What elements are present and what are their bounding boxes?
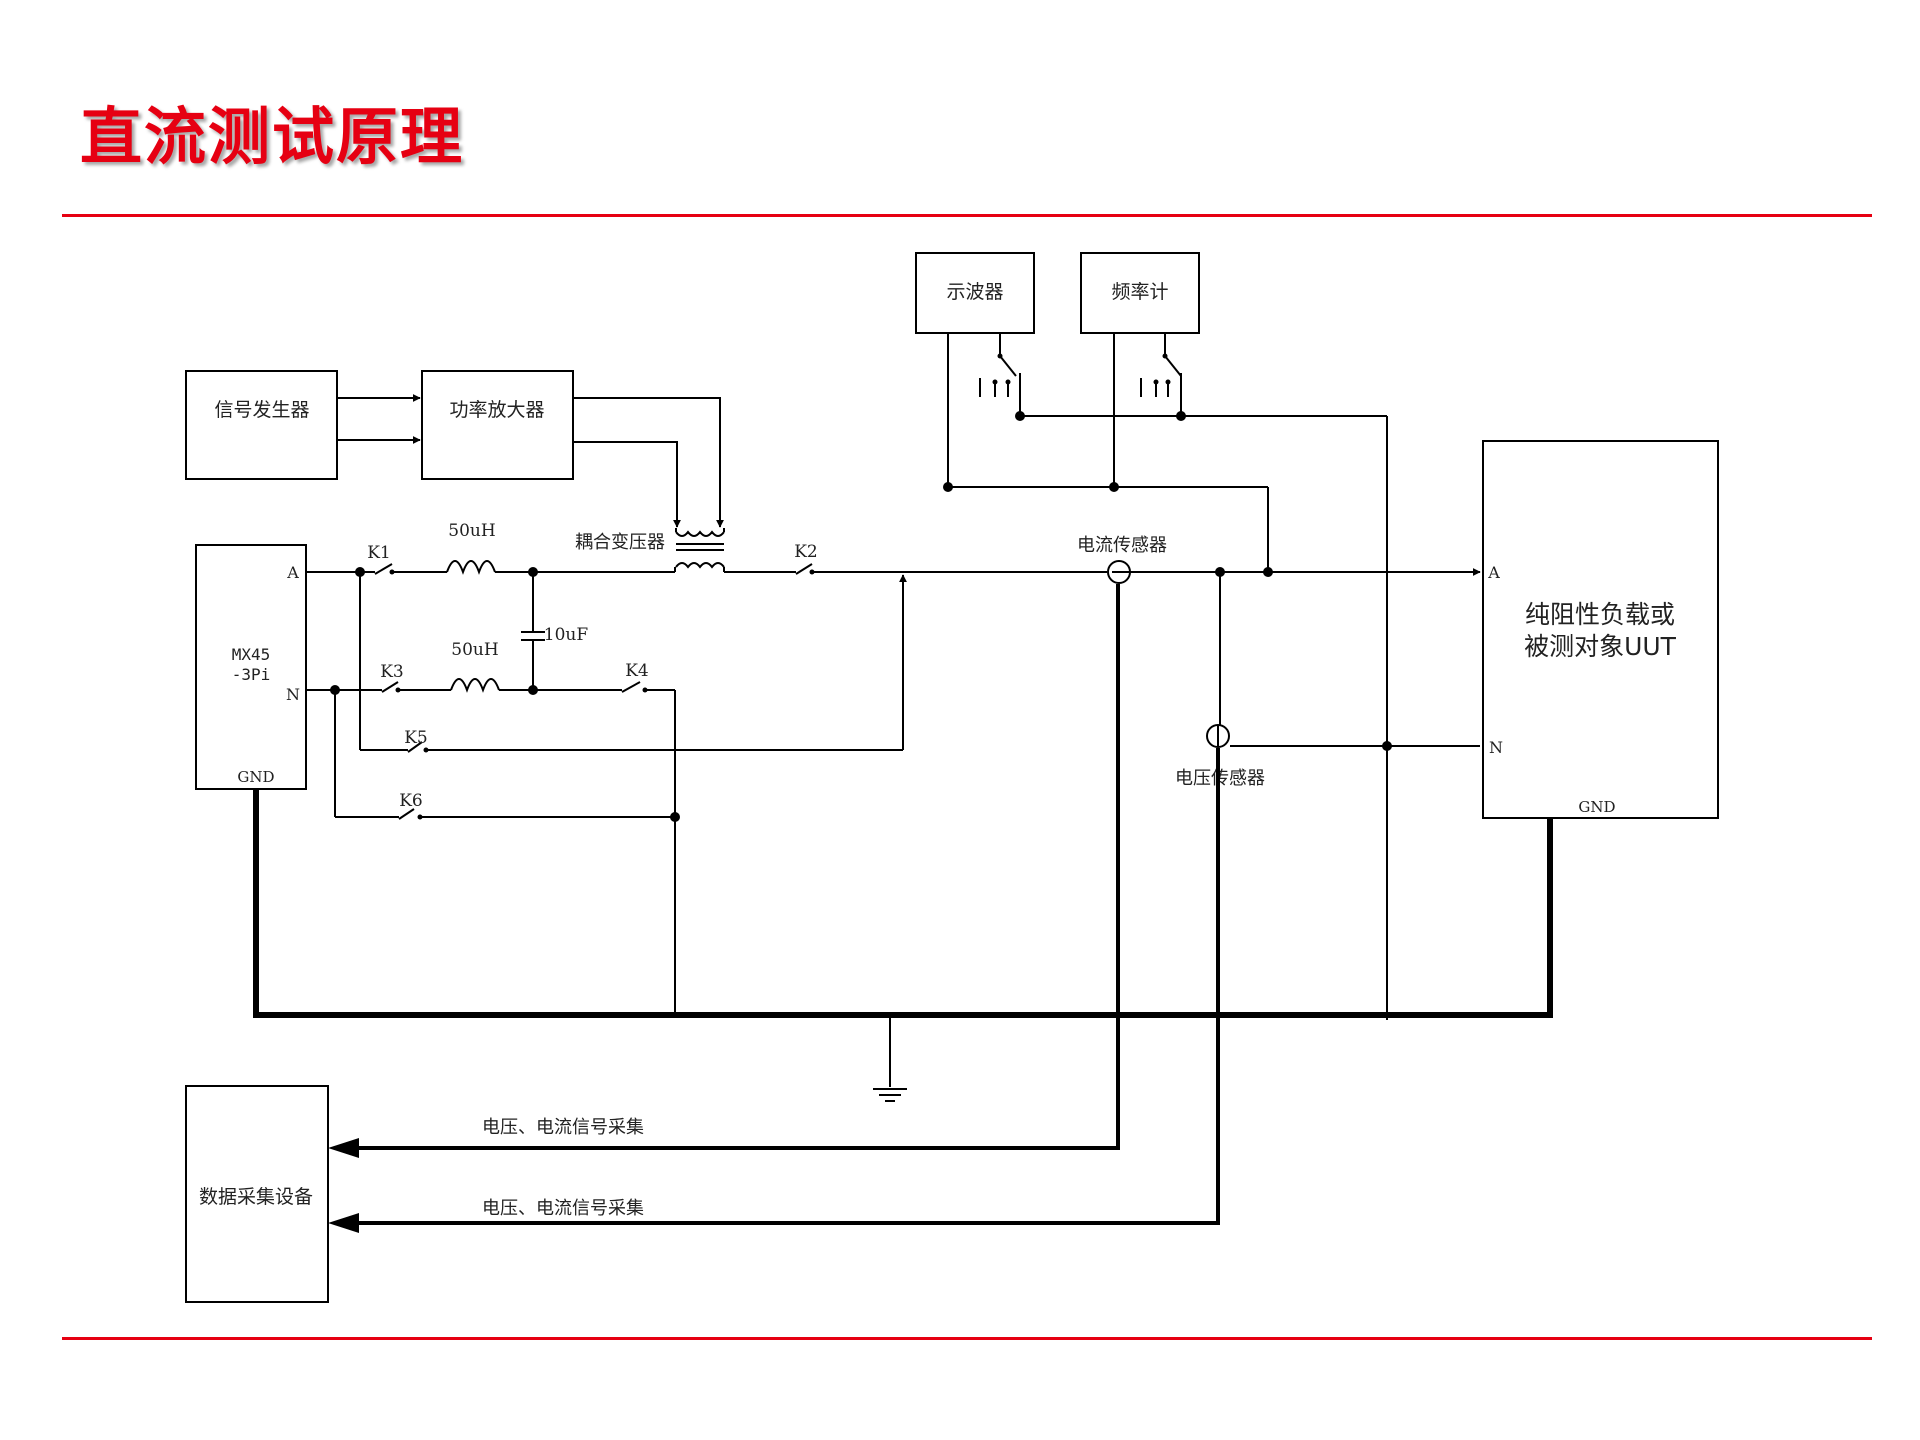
load-label-line1: 纯阻性负载或 — [1525, 600, 1675, 629]
signal-generator-block: 信号发生器 — [185, 370, 338, 480]
current-sensor-label: 电流传感器 — [1077, 535, 1167, 556]
source-terminal-a: A — [286, 563, 299, 582]
switch-k1-label: K1 — [367, 543, 391, 563]
load-label-line2: 被测对象UUT — [1524, 632, 1677, 661]
voltage-sensor — [1206, 724, 1230, 748]
signal-generator-label: 信号发生器 — [214, 399, 309, 421]
switch-contacts — [389, 569, 815, 820]
switch-k4-label: K4 — [625, 661, 649, 681]
earth-ground-symbol — [873, 1015, 907, 1102]
coupling-transformer-label: 耦合变压器 — [575, 532, 665, 553]
switch-k3-label: K3 — [380, 662, 404, 682]
power-amplifier-label: 功率放大器 — [449, 399, 544, 421]
footer-divider — [62, 1337, 1872, 1340]
switch-labels: K1 K2 K3 K4 K5 K6 — [367, 542, 818, 811]
signal-chain-wires — [337, 394, 724, 528]
inductor-top-label: 50uH — [448, 521, 495, 541]
current-sensor — [1107, 560, 1131, 584]
source-model-line2: -3Pi — [232, 665, 271, 684]
capacitor-label: 10uF — [544, 625, 589, 645]
source-terminal-gnd: GND — [237, 768, 274, 786]
load-terminal-gnd: GND — [1578, 798, 1615, 816]
load-uut-block: 纯阻性负载或 被测对象UUT A N GND — [1482, 440, 1719, 819]
title-divider — [62, 214, 1872, 217]
load-terminal-a: A — [1487, 563, 1500, 582]
power-amplifier-block: 功率放大器 — [421, 370, 574, 480]
bypass-wires — [334, 572, 907, 820]
acquisition-arrowheads — [328, 1138, 359, 1233]
instrument-wires — [947, 333, 1388, 1020]
phase-n-wires — [306, 572, 676, 1015]
frequency-meter-block: 频率计 — [1080, 252, 1200, 334]
current-signal-arrow-icon — [328, 1138, 359, 1158]
source-model-line1: MX45 — [232, 645, 271, 664]
voltage-sensor-wires — [1219, 572, 1480, 747]
oscilloscope-label: 示波器 — [946, 281, 1003, 303]
frequency-meter-label: 频率计 — [1111, 281, 1168, 303]
source-mx45-block: MX45 -3Pi A N GND — [195, 544, 307, 790]
phase-a-wires — [306, 560, 1481, 576]
acquisition-lines — [358, 584, 1220, 1225]
switch-k5-label: K5 — [404, 728, 428, 748]
signal-acquisition-label-2: 电压、电流信号采集 — [482, 1198, 644, 1219]
load-terminal-n: N — [1489, 738, 1503, 757]
inductor-bottom-label: 50uH — [451, 640, 498, 660]
instrument-contacts — [992, 353, 1171, 385]
slide-title: 直流测试原理 — [80, 100, 465, 173]
source-terminal-n: N — [286, 685, 300, 704]
coupling-transformer — [675, 528, 725, 569]
switch-k2-label: K2 — [794, 542, 818, 562]
signal-acquisition-label-1: 电压、电流信号采集 — [482, 1117, 644, 1138]
junction-dots — [330, 411, 1392, 822]
data-acquisition-label: 数据采集设备 — [199, 1186, 313, 1208]
data-acquisition-block: 数据采集设备 — [185, 1085, 329, 1303]
oscilloscope-block: 示波器 — [915, 252, 1035, 334]
switch-k6-label: K6 — [399, 791, 423, 811]
voltage-signal-arrow-icon — [328, 1213, 359, 1233]
ground-bus — [253, 789, 1553, 1018]
